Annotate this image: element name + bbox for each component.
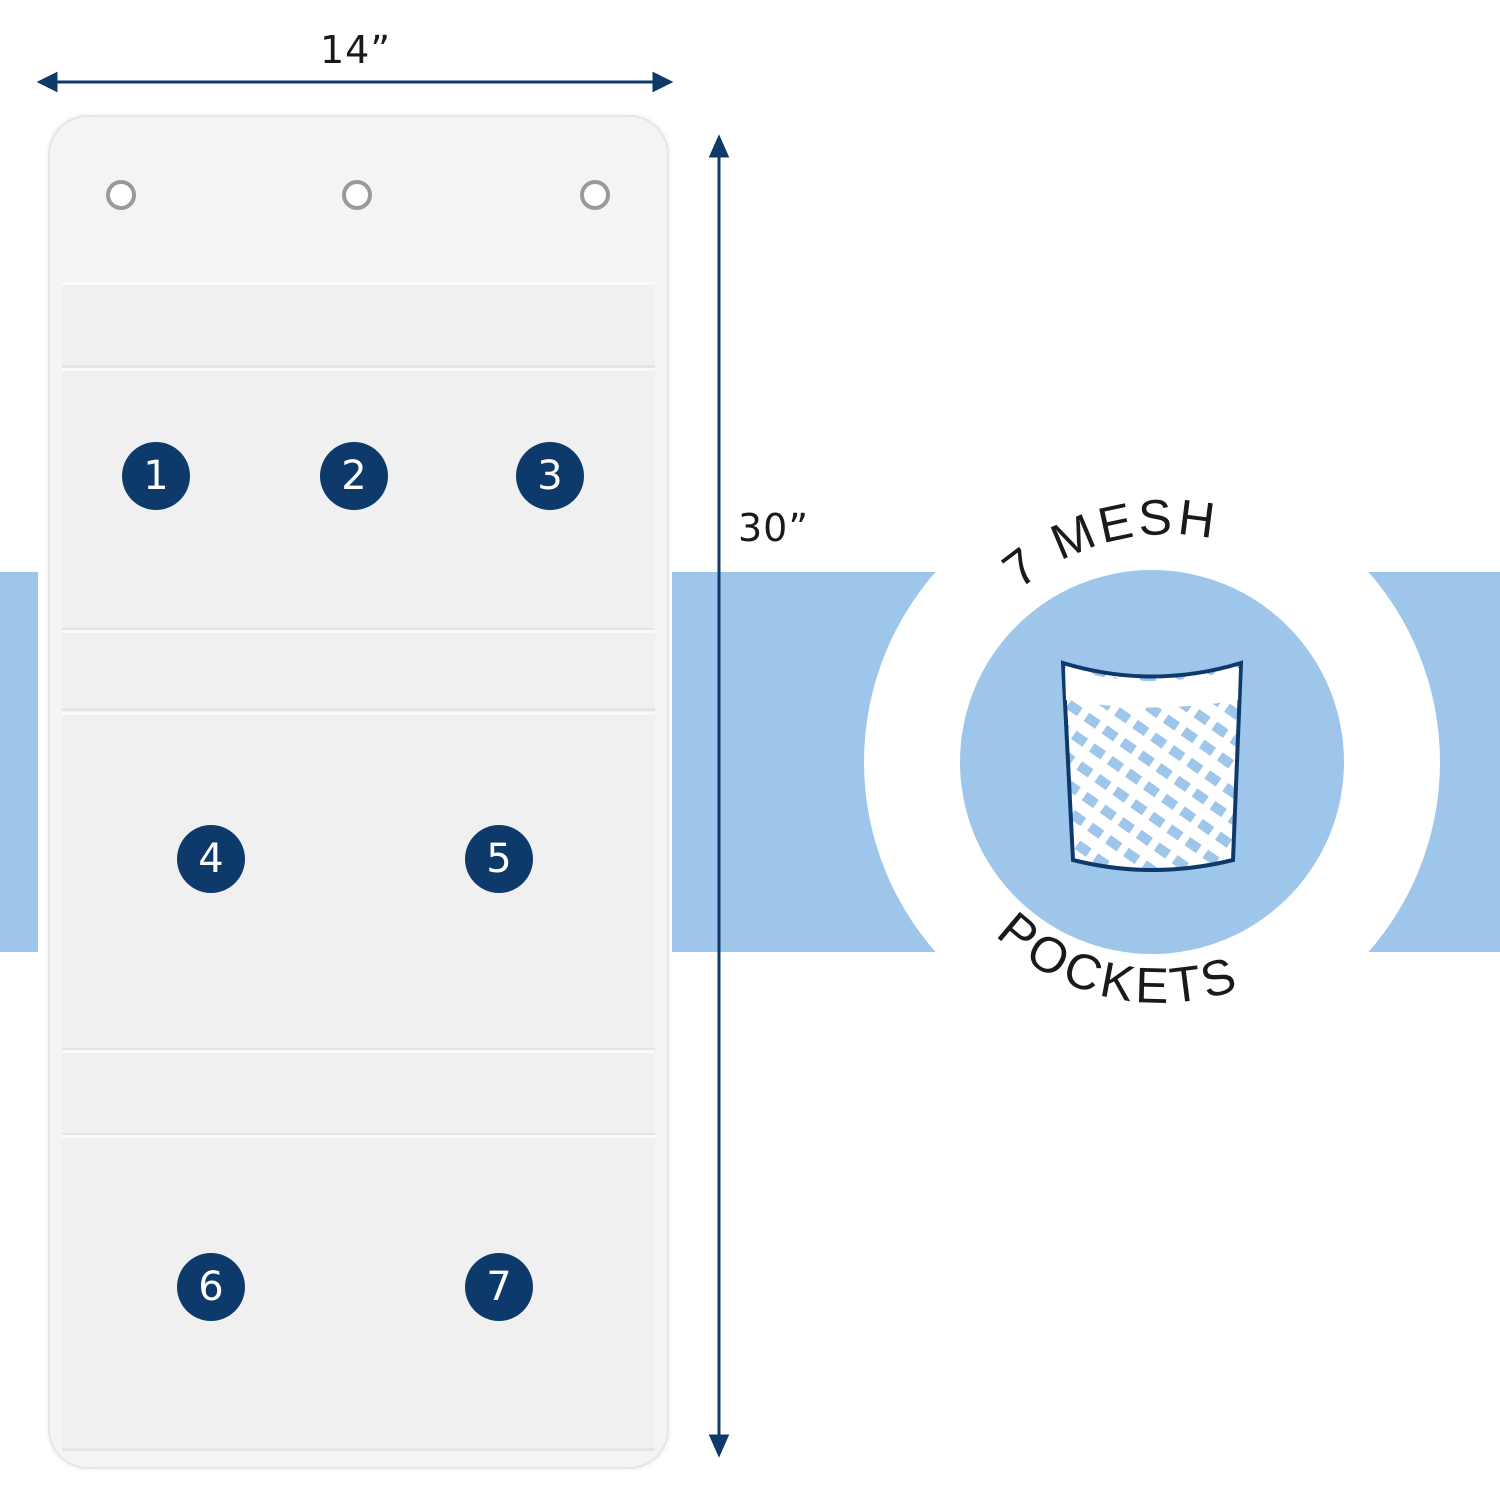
height-arrow bbox=[708, 134, 730, 1458]
pocket-row-2 bbox=[62, 712, 655, 1051]
grommet bbox=[106, 180, 136, 210]
blue-band-left bbox=[0, 572, 38, 952]
pocket-row-3 bbox=[62, 1135, 655, 1451]
mesh-pocket-icon bbox=[1060, 660, 1244, 872]
lower-strip bbox=[62, 1050, 655, 1136]
pocket-badge-3: 3 bbox=[516, 442, 584, 510]
hanging-organizer bbox=[48, 115, 669, 1469]
grommet bbox=[342, 180, 372, 210]
top-strip bbox=[62, 282, 655, 368]
width-arrow bbox=[36, 71, 674, 93]
height-label: 30” bbox=[738, 506, 810, 550]
pocket-badge-1: 1 bbox=[122, 442, 190, 510]
width-label: 14” bbox=[320, 28, 392, 72]
grommet bbox=[580, 180, 610, 210]
pocket-badge-6: 6 bbox=[177, 1253, 245, 1321]
middle-strip bbox=[62, 630, 655, 711]
pocket-badge-2: 2 bbox=[320, 442, 388, 510]
pocket-badge-5: 5 bbox=[465, 825, 533, 893]
pocket-badge-4: 4 bbox=[177, 825, 245, 893]
pocket-badge-7: 7 bbox=[465, 1253, 533, 1321]
